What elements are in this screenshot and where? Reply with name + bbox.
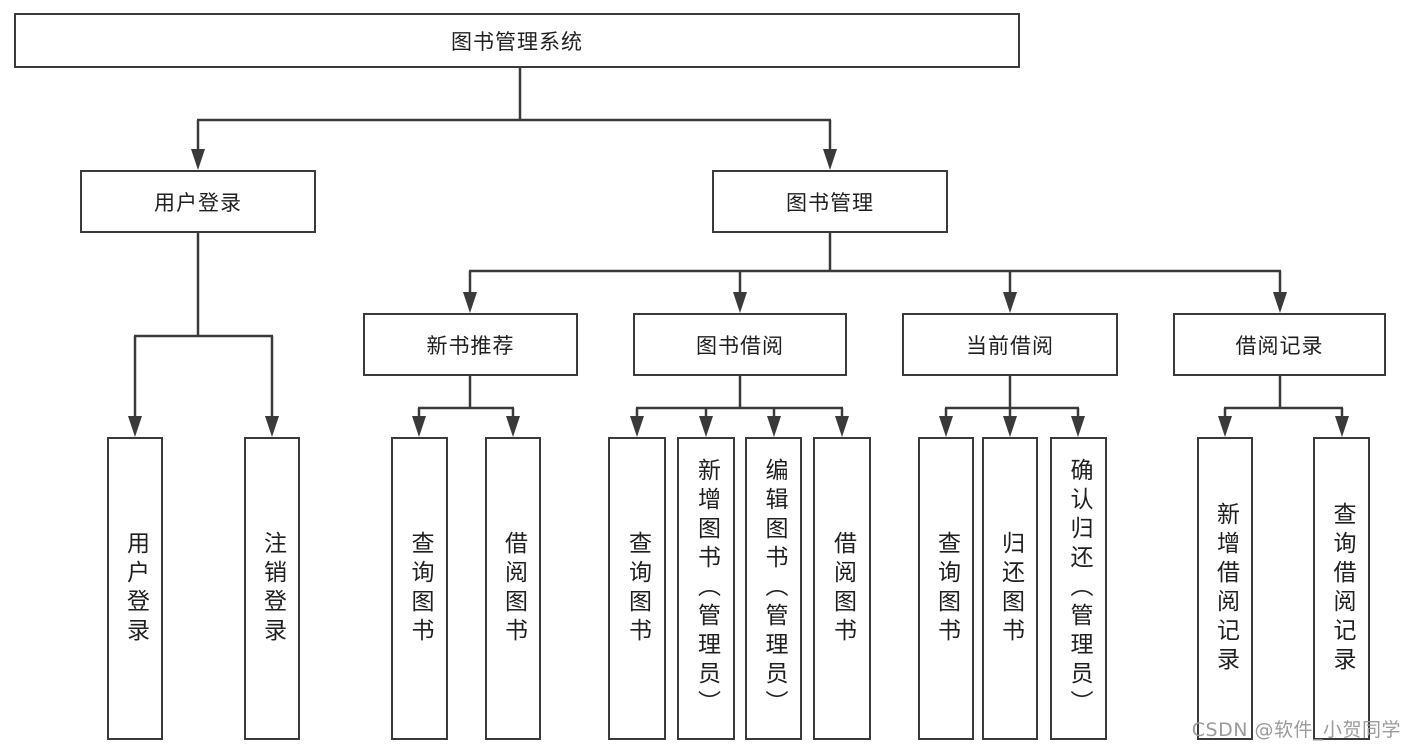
leaf-query-borrow-record: 查询借阅记录 [1313, 437, 1370, 740]
arrowhead [767, 416, 781, 437]
leaf-edit-books-admin: 编辑图书（管理员） [745, 437, 802, 740]
arrowhead [265, 416, 279, 437]
leaf-add-books-admin: 新增图书（管理员） [677, 437, 735, 740]
edge-borrowrecord-to-leaves [1223, 376, 1344, 419]
leaf-newbook-query-books-label: 查询图书 [407, 530, 433, 647]
arrowhead [1003, 416, 1017, 437]
leaf-user-login-label: 用户登录 [122, 530, 149, 647]
arrowhead [1071, 416, 1085, 437]
leaf-user-login: 用户登录 [107, 437, 163, 740]
leaf-newbook-borrow-books: 借阅图书 [485, 437, 541, 740]
edge-newbookrec-to-leaves [417, 376, 515, 419]
arrowhead [506, 416, 520, 437]
leaf-newbook-query-books: 查询图书 [391, 437, 448, 740]
node-book-borrow-label: 图书借阅 [696, 333, 784, 358]
leaf-newbook-borrow-books-label: 借阅图书 [500, 530, 527, 647]
node-book-management: 图书管理 [712, 170, 948, 233]
leaf-return-books-label: 归还图书 [997, 530, 1024, 647]
node-user-login: 用户登录 [80, 170, 316, 233]
arrowhead [733, 292, 747, 313]
leaf-borrow-query-books-label: 查询图书 [624, 530, 651, 647]
node-user-login-label: 用户登录 [154, 190, 242, 215]
edge-bookborrow-to-leaves [635, 376, 844, 419]
arrowhead [1335, 416, 1349, 437]
leaf-confirm-return-admin: 确认归还（管理员） [1050, 437, 1107, 740]
edge-bookmgmt-to-level2 [468, 233, 1282, 295]
node-borrow-record: 借阅记录 [1173, 313, 1386, 376]
node-new-book-recommend: 新书推荐 [363, 313, 578, 376]
node-current-borrow-label: 当前借阅 [966, 333, 1054, 358]
leaf-add-books-admin-label: 新增图书（管理员） [693, 458, 720, 719]
leaf-current-query-books-label: 查询图书 [933, 530, 960, 647]
edge-currentborrow-to-leaves [944, 376, 1080, 419]
arrowhead [463, 292, 477, 313]
node-borrow-record-label: 借阅记录 [1235, 333, 1324, 358]
node-root: 图书管理系统 [14, 13, 1020, 68]
edge-root-to-level1 [196, 68, 832, 152]
arrowhead [191, 149, 205, 170]
leaf-add-borrow-record-label: 新增借阅记录 [1212, 501, 1239, 676]
node-root-label: 图书管理系统 [451, 29, 583, 54]
arrowhead [1218, 416, 1232, 437]
arrowhead [630, 416, 644, 437]
arrowhead [823, 149, 837, 170]
arrowhead [412, 416, 426, 437]
leaf-borrow-books-label: 借阅图书 [829, 530, 856, 647]
node-book-management-label: 图书管理 [786, 190, 874, 215]
leaf-logout-label: 注销登录 [259, 530, 286, 647]
leaf-confirm-return-admin-label: 确认归还（管理员） [1066, 458, 1092, 719]
arrowhead [128, 416, 142, 437]
node-book-borrow: 图书借阅 [633, 313, 847, 376]
leaf-return-books: 归还图书 [982, 437, 1038, 740]
leaf-edit-books-admin-label: 编辑图书（管理员） [761, 458, 787, 719]
leaf-query-borrow-record-label: 查询借阅记录 [1329, 501, 1355, 676]
csdn-watermark: CSDN @软件_小贺同学 [1191, 719, 1401, 741]
arrowhead [1273, 292, 1287, 313]
edge-userlogin-to-leaves [133, 233, 274, 419]
arrowhead [835, 416, 849, 437]
arrowhead [1003, 292, 1017, 313]
leaf-borrow-books: 借阅图书 [813, 437, 871, 740]
leaf-current-query-books: 查询图书 [918, 437, 974, 740]
leaf-add-borrow-record: 新增借阅记录 [1197, 437, 1253, 740]
arrowhead [939, 416, 953, 437]
node-new-book-recommend-label: 新书推荐 [426, 333, 515, 358]
node-current-borrow: 当前借阅 [902, 313, 1118, 376]
leaf-borrow-query-books: 查询图书 [608, 437, 666, 740]
arrowhead [699, 416, 713, 437]
leaf-logout: 注销登录 [244, 437, 300, 740]
